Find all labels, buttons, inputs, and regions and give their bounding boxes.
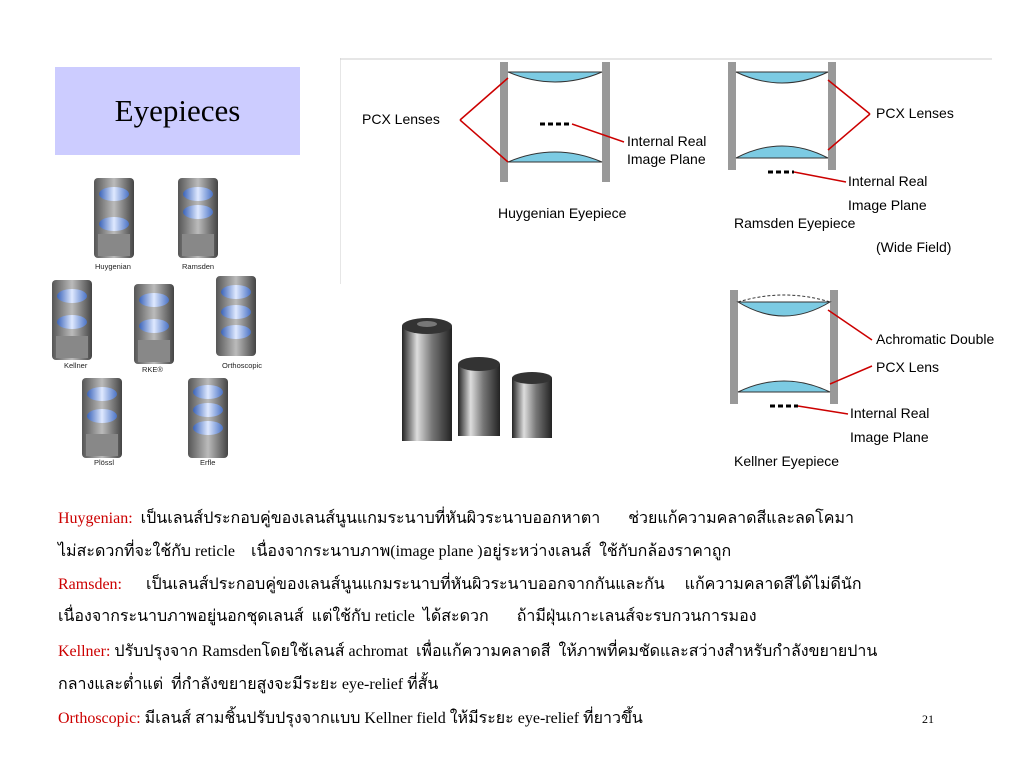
huygenian-caption: Huygenian Eyepiece bbox=[498, 205, 627, 221]
ramsden-internal-label-2: Image Plane bbox=[848, 197, 927, 213]
eyepiece-cutaways-image: Huygenian Ramsden Kellner RKE® Orthoscop… bbox=[52, 178, 262, 467]
ramsden-term: Ramsden: bbox=[58, 576, 122, 593]
thumb-erfle-label: Erfle bbox=[200, 458, 215, 467]
ramsden-description-line-1: Ramsden: เป็นเลนส์ประกอบคู่ของเลนส์นูนแก… bbox=[58, 574, 862, 596]
ramsden-diagram bbox=[728, 62, 871, 183]
ramsden-internal-label-1: Internal Real bbox=[848, 173, 927, 189]
kellner-achromatic-label: Achromatic Doublet bbox=[876, 331, 994, 347]
huygenian-ramsden-diagram: PCX Lenses Internal Real Image Plane Huy… bbox=[340, 58, 992, 284]
huygenian-text-2: ไม่สะดวกที่จะใช้กับ reticle เนื่องจากระน… bbox=[58, 543, 732, 560]
erfle-cutaway bbox=[188, 378, 228, 458]
huygenian-pcx-label: PCX Lenses bbox=[362, 111, 440, 127]
ramsden-caption: Ramsden Eyepiece bbox=[734, 215, 856, 231]
huygenian-text-1: เป็นเลนส์ประกอบคู่ของเลนส์นูนแกมระนาบที่… bbox=[132, 510, 855, 527]
plossl-cutaway bbox=[82, 378, 122, 458]
kellner-description-line-1: Kellner: ปรับปรุงจาก Ramsdenโดยใช้เลนส์ … bbox=[58, 641, 877, 663]
huygenian-description-line-1: Huygenian: เป็นเลนส์ประกอบคู่ของเลนส์นูน… bbox=[58, 508, 854, 530]
kellner-cutaway bbox=[52, 280, 92, 360]
huygenian-diagram bbox=[459, 62, 625, 182]
huygenian-term: Huygenian: bbox=[58, 510, 133, 527]
kellner-internal-label-1: Internal Real bbox=[850, 405, 929, 421]
kellner-description-line-2: กลางและต่ำแต่ ที่กำลังขยายสูงจะมีระยะ ey… bbox=[58, 674, 438, 696]
kellner-caption: Kellner Eyepiece bbox=[734, 453, 839, 469]
thumb-kellner-label: Kellner bbox=[64, 361, 88, 370]
ramsden-description-line-2: เนื่องจากระนาบภาพอยู่นอกชุดเลนส์ แต่ใช้ก… bbox=[58, 606, 757, 628]
ramsden-pcx-label: PCX Lenses bbox=[876, 105, 954, 121]
thumb-huygenian-label: Huygenian bbox=[95, 262, 131, 271]
thumb-orthoscopic-label: Orthoscopic bbox=[222, 361, 262, 370]
kellner-diagram: Achromatic Doublet PCX Lens Internal Rea… bbox=[730, 290, 994, 469]
thumb-ramsden-label: Ramsden bbox=[182, 262, 214, 271]
ramsden-text-2: เนื่องจากระนาบภาพอยู่นอกชุดเลนส์ แต่ใช้ก… bbox=[58, 608, 757, 625]
ramsden-text-1: เป็นเลนส์ประกอบคู่ของเลนส์นูนแกมระนาบที่… bbox=[122, 576, 862, 593]
kellner-text-1: ปรับปรุงจาก Ramsdenโดยใช้เลนส์ achromat … bbox=[110, 643, 878, 660]
thumb-plossl-label: Plössl bbox=[94, 458, 114, 467]
rke-cutaway bbox=[134, 284, 174, 364]
slide-number: 21 bbox=[922, 712, 934, 726]
kellner-pcx-label: PCX Lens bbox=[876, 359, 939, 375]
thumb-rke-label: RKE® bbox=[142, 365, 163, 374]
slide-title: Eyepieces bbox=[114, 93, 241, 128]
orthoscopic-text: มีเลนส์ สามชิ้นปรับปรุงจากแบบ Kellner fi… bbox=[140, 710, 643, 727]
title-box: Eyepieces bbox=[55, 67, 300, 155]
kellner-term: Kellner: bbox=[58, 643, 111, 660]
huygenian-cutaway bbox=[94, 178, 134, 258]
kellner-text-2: กลางและต่ำแต่ ที่กำลังขยายสูงจะมีระยะ ey… bbox=[58, 676, 439, 693]
huygenian-internal-label-1: Internal Real bbox=[627, 133, 706, 149]
orthoscopic-term: Orthoscopic: bbox=[58, 710, 141, 727]
kellner-internal-label-2: Image Plane bbox=[850, 429, 929, 445]
huygenian-description-line-2: ไม่สะดวกที่จะใช้กับ reticle เนื่องจากระน… bbox=[58, 541, 731, 563]
huygenian-internal-label-2: Image Plane bbox=[627, 151, 706, 167]
ramsden-wide-field-note: (Wide Field) bbox=[876, 239, 951, 255]
ramsden-cutaway bbox=[178, 178, 218, 258]
orthoscopic-cutaway bbox=[216, 276, 256, 356]
eyepieces-photo bbox=[402, 318, 552, 441]
orthoscopic-description-line: Orthoscopic: มีเลนส์ สามชิ้นปรับปรุงจากแ… bbox=[58, 708, 643, 730]
